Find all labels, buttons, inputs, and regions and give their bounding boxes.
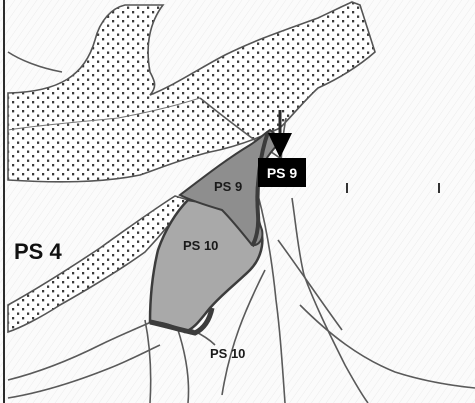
ps4-label: PS 4 — [14, 239, 62, 264]
ps9-box-label: PS 9 — [267, 165, 298, 181]
ps10-region-label: PS 10 — [183, 238, 218, 253]
ps10-lower-label: PS 10 — [210, 346, 245, 361]
ps9-region-label: PS 9 — [214, 179, 242, 194]
